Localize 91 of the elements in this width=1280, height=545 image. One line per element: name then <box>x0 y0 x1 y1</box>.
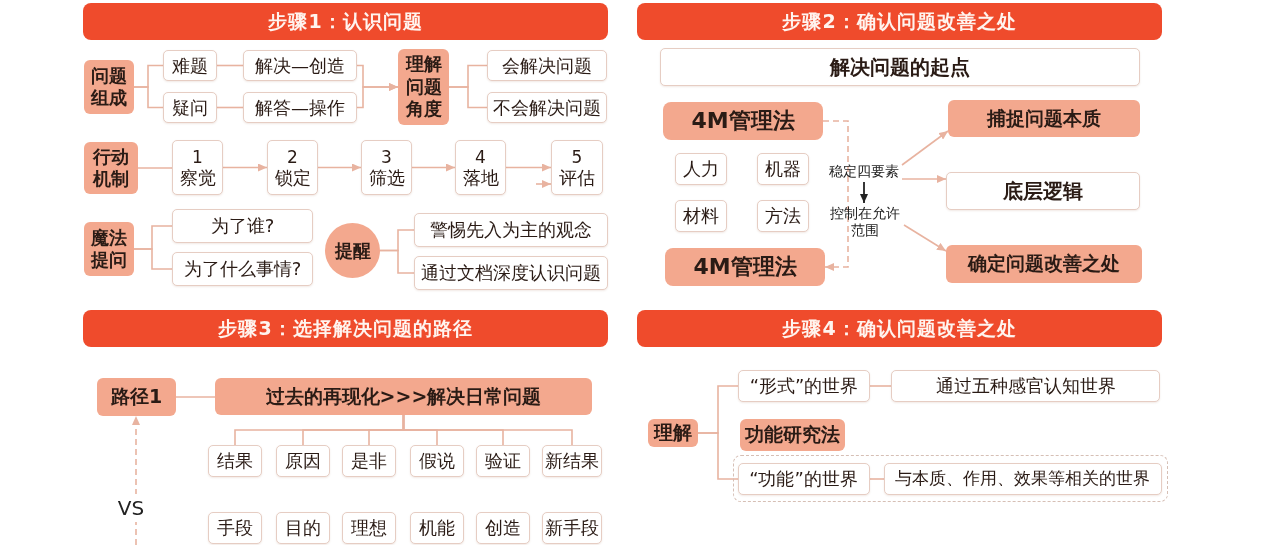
text-box: 假说 <box>410 445 464 477</box>
text-box: 解决问题的起点 <box>660 48 1140 86</box>
connector-line <box>697 432 739 480</box>
text-box: 通过文档深度认识问题 <box>414 256 608 290</box>
text-box: 验证 <box>476 445 530 477</box>
section-header: 步骤4：确认问题改善之处 <box>637 310 1162 347</box>
category-box: 魔法提问 <box>84 222 134 276</box>
text-box: 难题 <box>163 50 217 81</box>
text-box: 人力 <box>675 153 727 185</box>
arrow <box>222 163 268 172</box>
text-box: 理想 <box>342 512 396 544</box>
category-box: 理解问题角度 <box>398 49 449 125</box>
category-box: 捕捉问题本质 <box>948 100 1140 137</box>
text-box: 目的 <box>276 512 330 544</box>
connector-line <box>448 86 488 109</box>
dashed-group-frame <box>733 455 1168 502</box>
connector-line <box>216 64 244 67</box>
text-box: 机器 <box>757 153 809 185</box>
step-number: 1 <box>192 146 203 167</box>
note-text: 稳定四要素 <box>826 162 902 182</box>
step-label: 筛选 <box>368 166 405 189</box>
arrow <box>317 163 362 172</box>
text-box: 疑问 <box>163 92 217 123</box>
arrow <box>903 224 947 252</box>
text-box: 是非 <box>342 445 396 477</box>
text-box: 手段 <box>208 512 262 544</box>
arrow <box>860 181 868 204</box>
text-box: 警惕先入为主的观念 <box>414 213 608 247</box>
text-box: 会解决问题 <box>487 50 607 81</box>
step-label: 评估 <box>559 166 595 189</box>
text-box: 与本质、作用、效果等相关的世界 <box>883 462 1162 495</box>
step-box <box>172 140 223 195</box>
connector-line <box>137 167 173 169</box>
text-box: 材料 <box>675 200 727 232</box>
category-box: 问题组成 <box>84 60 134 114</box>
category-box: 4M管理法 <box>665 248 825 286</box>
arrow <box>901 130 949 166</box>
connector-line <box>869 478 885 480</box>
text-box: 通过五种感官认知世界 <box>891 370 1160 402</box>
connector-line <box>869 385 892 387</box>
text-box: 方法 <box>757 200 809 232</box>
section-header: 步骤2：确认问题改善之处 <box>637 3 1162 40</box>
step-box <box>267 140 318 195</box>
text-box: 新手段 <box>542 512 602 544</box>
text-box: 为了什么事情? <box>172 252 313 286</box>
reminder-circle: 提醒 <box>325 223 380 278</box>
text-box: 创造 <box>476 512 530 544</box>
arrow <box>901 175 947 183</box>
category-box: 过去的再现化>>>解决日常问题 <box>215 378 592 415</box>
step-label: 锁定 <box>274 166 311 189</box>
step-number: 5 <box>571 146 583 167</box>
text-box: 不会解决问题 <box>487 92 607 123</box>
text-box: “功能”的世界 <box>737 462 870 495</box>
category-box: 路径1 <box>97 378 176 416</box>
note-text: 控制在允许范围 <box>826 203 904 241</box>
text-box: 结果 <box>208 445 262 477</box>
step-box <box>455 140 506 195</box>
text-box: 为了谁? <box>172 209 313 243</box>
step-label: 落地 <box>462 166 499 189</box>
text-box: 新结果 <box>542 445 602 477</box>
arrow <box>505 163 552 172</box>
step-box <box>361 140 412 195</box>
text-box: 解决—创造 <box>243 50 357 81</box>
connector-line <box>175 396 216 398</box>
connector-line <box>402 414 573 446</box>
connector-line <box>216 106 244 109</box>
text-box: 机能 <box>410 512 464 544</box>
arrow <box>535 180 552 188</box>
arrow <box>411 163 456 172</box>
text-box: 底层逻辑 <box>946 172 1140 210</box>
dashed-arrow <box>132 415 140 545</box>
dashed-arrow <box>822 120 849 271</box>
step-label: 察觉 <box>179 166 216 189</box>
step-number: 4 <box>475 146 486 167</box>
text-box: 解答—操作 <box>243 92 357 123</box>
category-box: 4M管理法 <box>663 102 823 140</box>
category-box: 功能研究法 <box>740 419 845 451</box>
arrow <box>356 83 399 109</box>
connector-line <box>133 248 173 270</box>
category-box: 行动机制 <box>84 142 138 194</box>
text-box: 原因 <box>276 445 330 477</box>
category-box: 理解 <box>648 419 698 447</box>
connector-line <box>133 86 164 109</box>
step-number: 2 <box>287 146 298 167</box>
section-header: 步骤3：选择解决问题的路径 <box>83 310 608 347</box>
text-box: “形式”的世界 <box>738 370 870 402</box>
category-box: 确定问题改善之处 <box>946 245 1142 283</box>
section-header: 步骤1：认识问题 <box>83 3 608 40</box>
connector-line <box>379 249 415 274</box>
step-number: 3 <box>381 146 392 167</box>
step-box <box>551 140 603 195</box>
